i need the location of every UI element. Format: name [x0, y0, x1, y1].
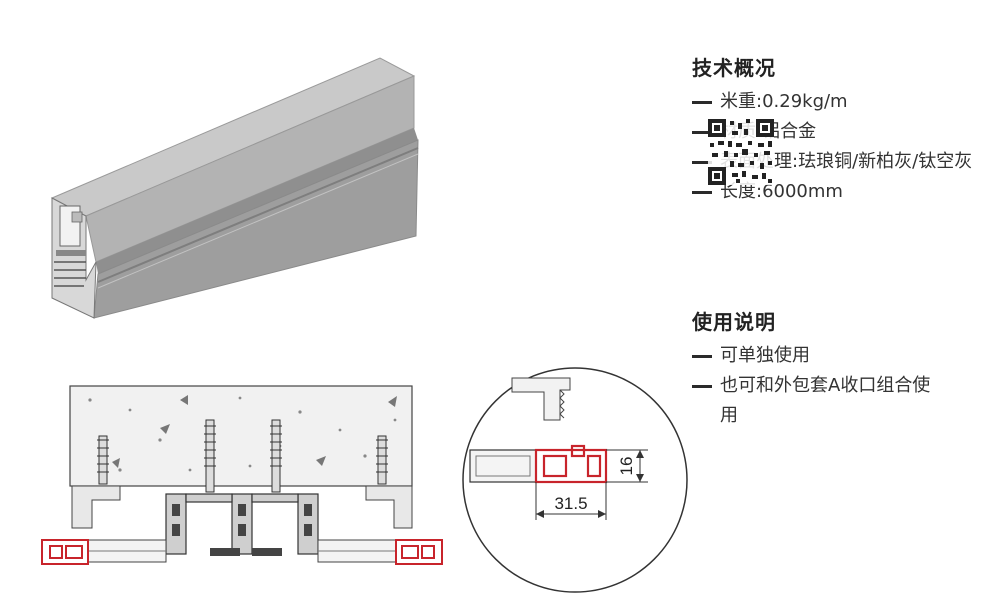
- dash-icon: [692, 101, 712, 104]
- dash-icon: [692, 385, 712, 388]
- usage-item-text: 可单独使用: [720, 345, 810, 366]
- spec-item-text: 米重:0.29kg/m: [720, 91, 848, 112]
- usage-title: 使用说明: [692, 310, 776, 334]
- spec-item-finish: 表面处理:珐琅铜/新柏灰/钛空灰: [692, 147, 977, 177]
- spec-item-weight: 米重:0.29kg/m: [692, 87, 992, 117]
- dash-icon: [692, 355, 712, 358]
- dimension-width-label: 31.5: [554, 494, 587, 513]
- usage-panel: 使用说明 可单独使用 也可和外包套A收口组合使用: [692, 306, 992, 431]
- usage-item-combined: 也可和外包套A收口组合使用: [692, 371, 932, 431]
- dash-icon: [692, 161, 712, 164]
- dash-icon: [692, 191, 712, 194]
- spec-item-text: 长度:6000mm: [720, 181, 843, 202]
- profile-3d-render: [50, 57, 419, 319]
- qr-code-icon: [708, 119, 774, 185]
- dash-icon: [692, 131, 712, 134]
- spec-item-length: 长度:6000mm: [692, 177, 992, 207]
- dimension-height-label: 16: [617, 457, 636, 476]
- usage-item-text: 也可和外包套A收口组合使用: [720, 375, 931, 426]
- detail-magnified-view: 31.5 16: [462, 367, 688, 593]
- spec-title: 技术概况: [692, 56, 776, 80]
- installation-section-diagram: [41, 385, 443, 565]
- usage-item-standalone: 可单独使用: [692, 341, 992, 371]
- spec-item-text: 表面处理:珐琅铜/新柏灰/钛空灰: [720, 151, 973, 172]
